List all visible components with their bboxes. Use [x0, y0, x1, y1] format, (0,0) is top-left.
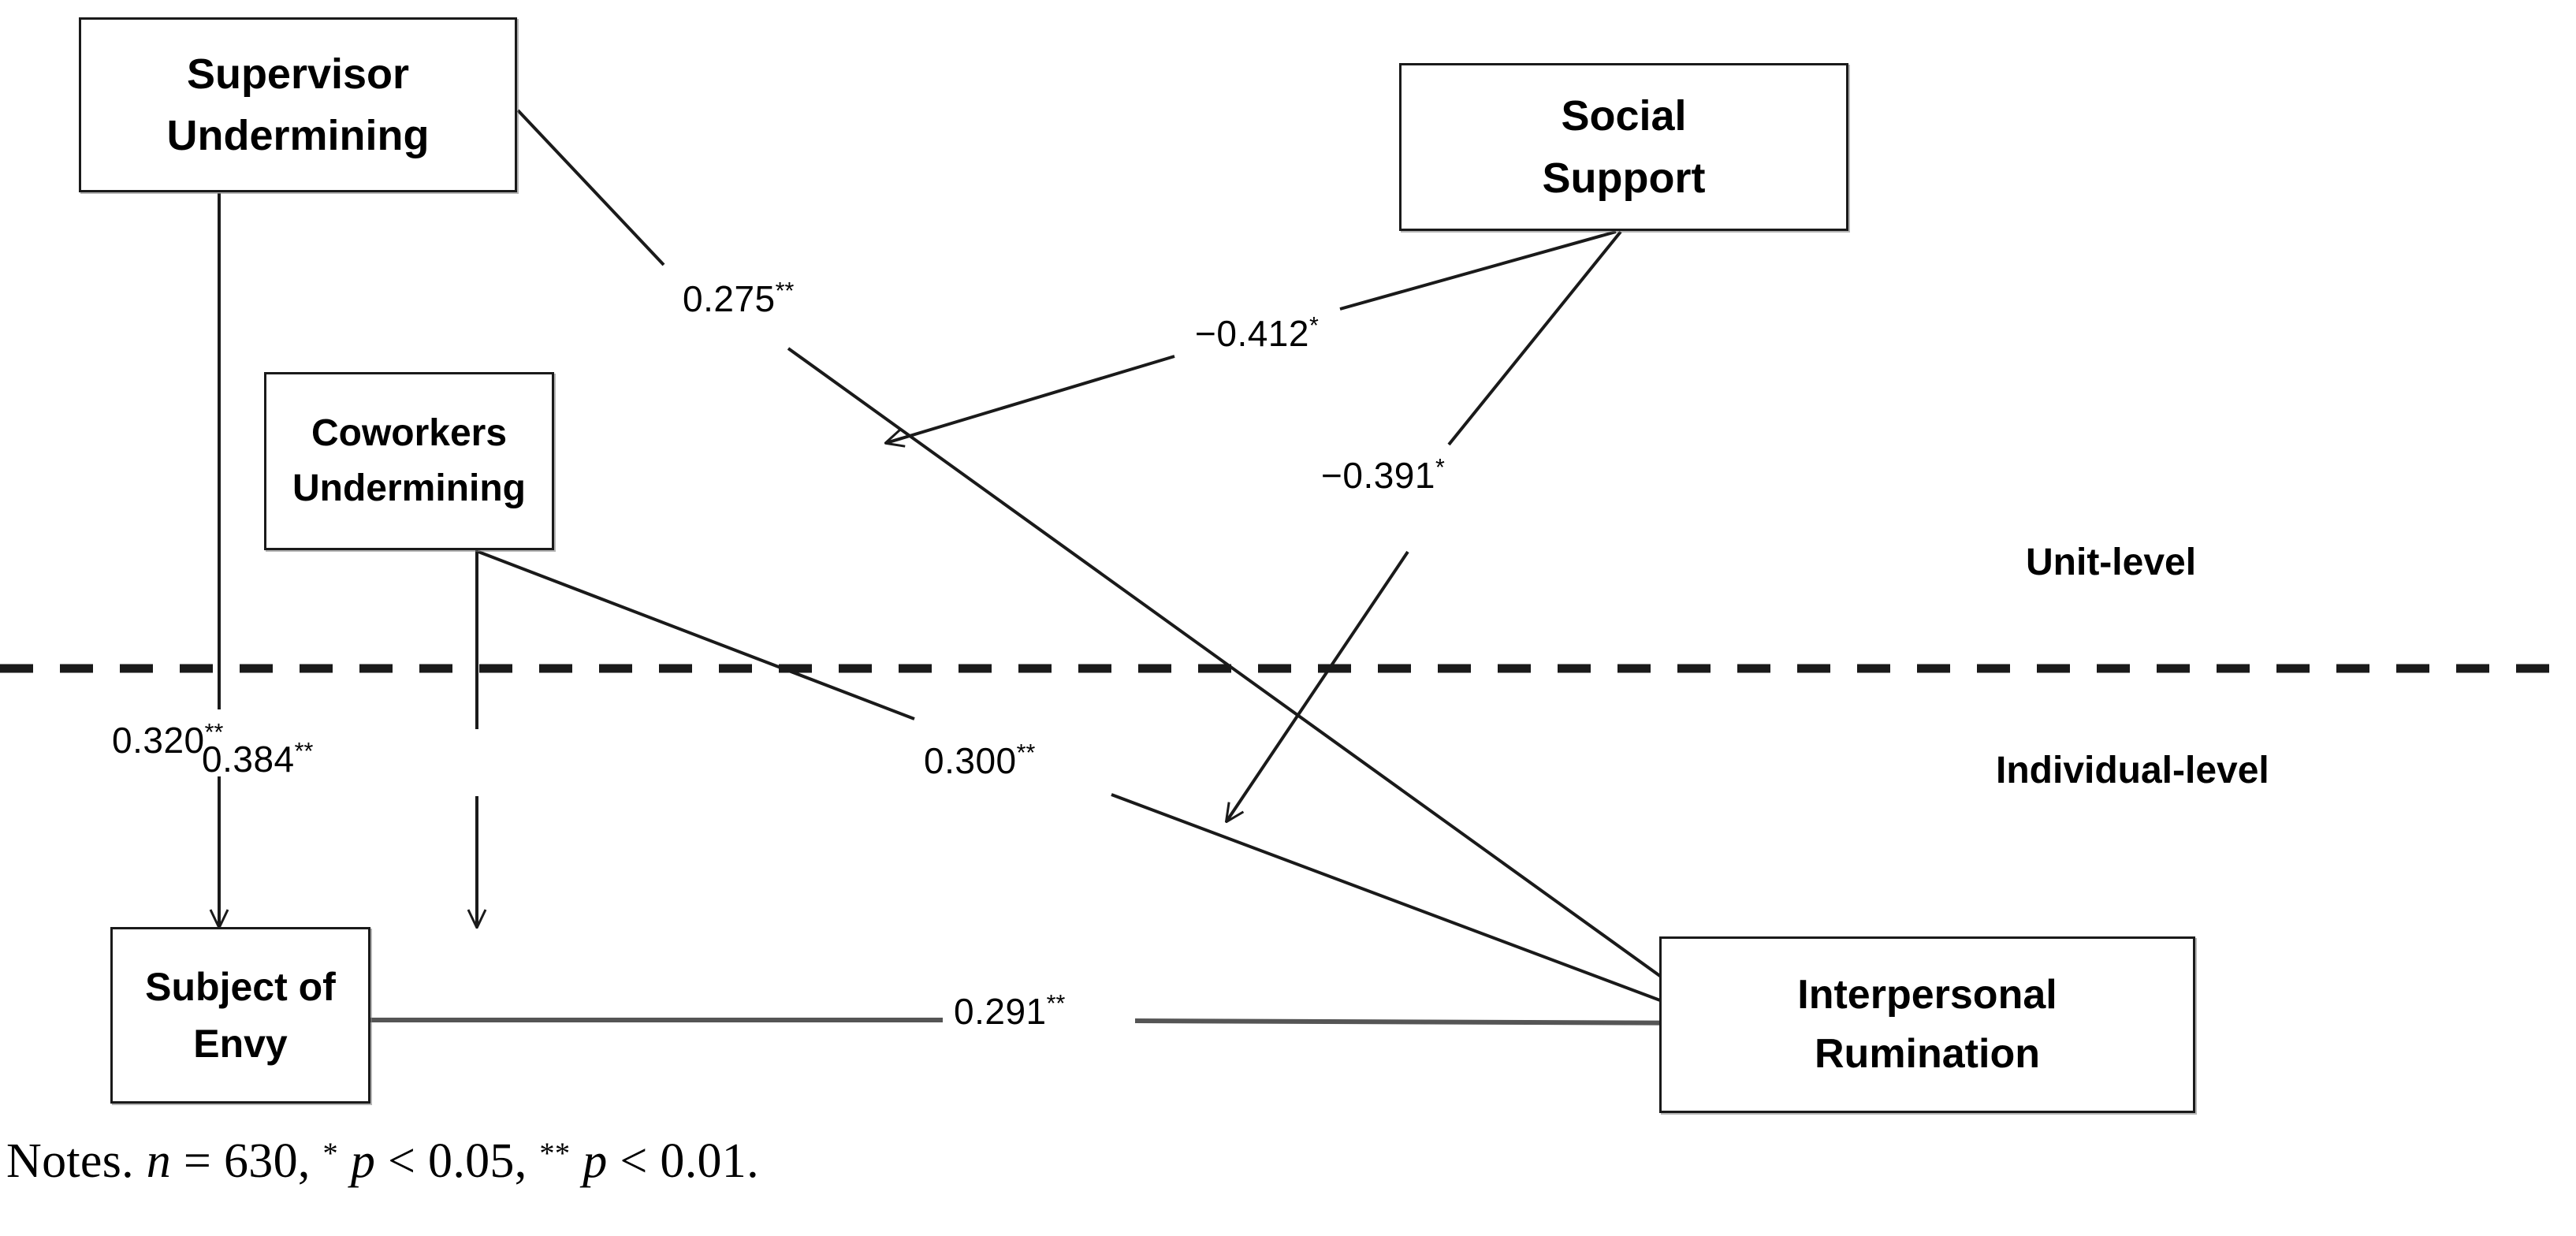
node-label-line: Subject of	[145, 964, 336, 1009]
coefficient-value: 0.384	[202, 739, 295, 780]
notes-star-one: *	[322, 1137, 339, 1171]
path-arrow-social-support-to-coworkers-path-b	[1227, 550, 1409, 821]
node-label-line: Undermining	[166, 112, 430, 159]
path-label-envy-to-rumination: 0.291**	[954, 990, 1065, 1033]
significance-stars: **	[204, 720, 224, 746]
coefficient-value: −0.391	[1321, 455, 1435, 496]
path-label-coworkers-to-rumination: 0.300**	[924, 739, 1035, 782]
coefficient-value: 0.300	[924, 740, 1017, 781]
notes-equals: =	[183, 1134, 212, 1188]
notes-star-two: **	[539, 1137, 571, 1171]
notes-n-symbol: n	[146, 1134, 172, 1188]
node-interpersonal-rumination[interactable]: Interpersonal Rumination	[1659, 936, 2195, 1113]
node-subject-of-envy[interactable]: Subject of Envy	[110, 927, 370, 1104]
path-line-supervisor-to-rumination-a	[516, 109, 665, 266]
node-supervisor-undermining[interactable]: Supervisor Undermining	[79, 17, 517, 192]
notes-comma-one: ,	[297, 1134, 311, 1188]
node-social-support[interactable]: Social Support	[1399, 63, 1848, 231]
coefficient-value: −0.412	[1195, 313, 1309, 354]
notes-p-symbol-two: p	[583, 1134, 608, 1188]
node-label-line: Support	[1542, 154, 1706, 202]
path-line-supervisor-to-rumination-b	[787, 347, 1717, 1017]
significance-stars: **	[1016, 740, 1036, 767]
notes-p-symbol-one: p	[350, 1134, 376, 1188]
node-label-line: Supervisor	[186, 50, 410, 98]
notes-sig-one: < 0.05,	[387, 1134, 527, 1188]
path-line-social-support-to-supervisor-path-a	[1339, 230, 1617, 311]
node-label-line: Interpersonal	[1797, 971, 2057, 1018]
path-label-social-support-moderates-coworkers: −0.391*	[1321, 454, 1445, 497]
significance-stars: *	[1308, 313, 1319, 340]
path-line-coworkers-to-rumination-b	[1111, 793, 1717, 1022]
significance-stars: **	[1046, 991, 1066, 1018]
path-label-supervisor-to-envy: 0.320**	[112, 719, 223, 761]
node-label-line: Rumination	[1815, 1031, 2040, 1077]
coefficient-value: 0.320	[112, 720, 205, 761]
path-label-supervisor-to-rumination: 0.275**	[683, 277, 794, 320]
node-coworkers-undermining[interactable]: Coworkers Undermining	[264, 372, 554, 550]
path-label-coworkers-to-envy: 0.384**	[202, 738, 313, 780]
figure-notes: Notes. n = 630, * p < 0.05, ** p < 0.01.	[6, 1134, 759, 1189]
significance-stars: **	[294, 739, 314, 765]
node-label-line: Coworkers	[311, 412, 508, 455]
label-individual-level: Individual-level	[1996, 750, 2269, 791]
notes-sig-two: < 0.01.	[620, 1134, 759, 1188]
path-line-envy-to-rumination-b	[1134, 1021, 1717, 1023]
node-label-line: Envy	[193, 1022, 288, 1066]
path-arrow-social-support-to-supervisor-path-b	[886, 355, 1175, 443]
significance-stars: **	[775, 278, 795, 305]
path-line-coworkers-to-rumination-a	[478, 550, 915, 720]
notes-prefix: Notes.	[6, 1134, 134, 1188]
node-label-line: Social	[1561, 92, 1687, 140]
label-unit-level: Unit-level	[2026, 542, 2197, 583]
significance-stars: *	[1435, 455, 1445, 482]
path-line-social-support-to-coworkers-path-a	[1447, 230, 1622, 446]
node-label-line: Undermining	[292, 467, 526, 509]
coefficient-value: 0.291	[954, 991, 1047, 1032]
coefficient-value: 0.275	[683, 278, 776, 319]
path-label-social-support-moderates-supervisor: −0.412*	[1195, 312, 1319, 355]
notes-n-value: 630	[223, 1134, 298, 1188]
